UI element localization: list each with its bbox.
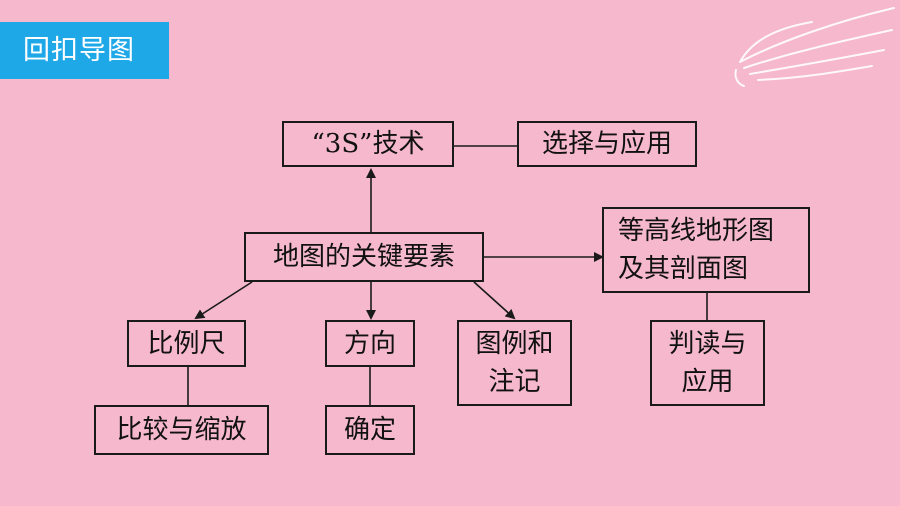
node-read-apply: 判读与 应用	[650, 320, 765, 406]
node-determine: 确定	[325, 405, 415, 455]
arrow-to-legend	[473, 281, 516, 320]
wing-icon	[734, 7, 895, 87]
node-contour-map: 等高线地形图 及其剖面图	[602, 207, 810, 293]
node-compare-scale: 比较与缩放	[94, 405, 269, 455]
node-legend-notes: 图例和 注记	[457, 320, 572, 406]
node-scale: 比例尺	[127, 320, 246, 367]
node-3s-tech: “3S”技术	[282, 121, 454, 167]
arrow-to-scale	[194, 281, 253, 320]
node-direction: 方向	[325, 320, 415, 367]
node-select-apply: 选择与应用	[517, 121, 697, 167]
node-map-elements: 地图的关键要素	[244, 232, 484, 282]
section-title: 回扣导图	[0, 22, 169, 79]
